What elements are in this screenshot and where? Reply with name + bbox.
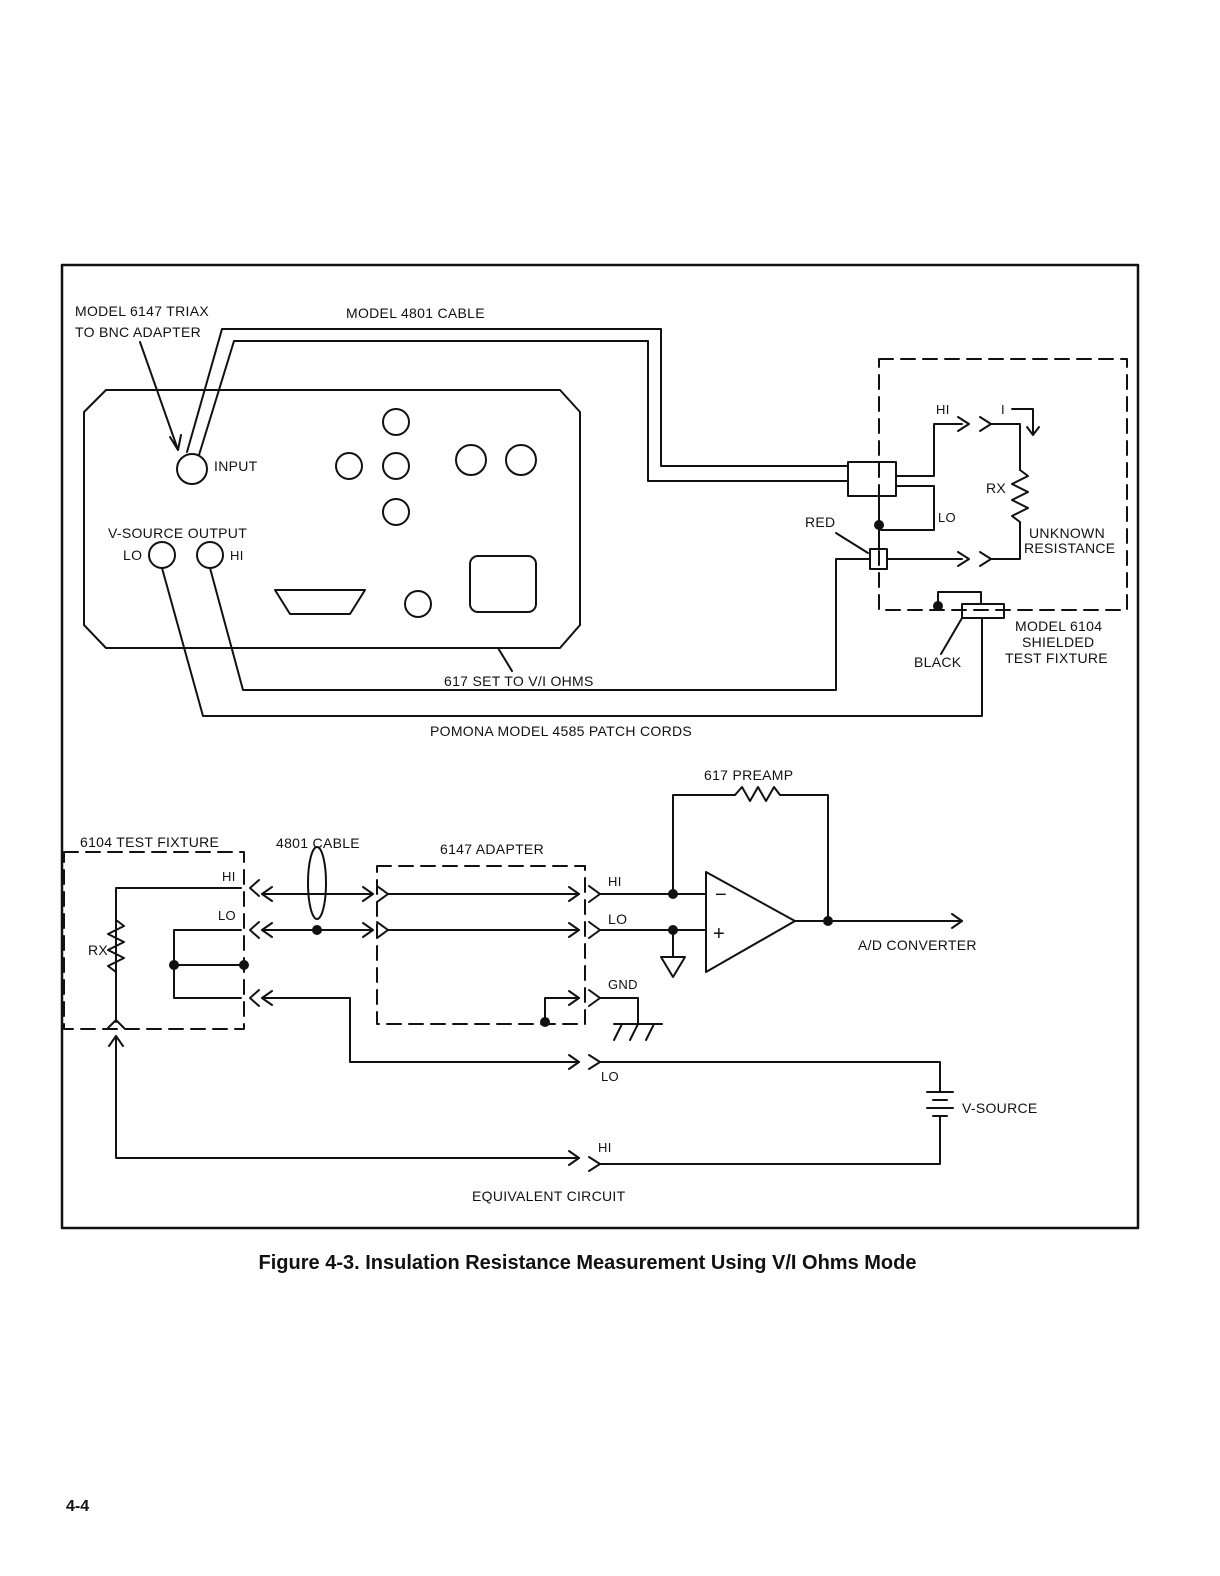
connector-top <box>382 408 410 436</box>
page-number: 4-4 <box>66 1498 90 1515</box>
test-fixture-6104-label: 6104 TEST FIXTURE <box>80 834 219 850</box>
cable-4801-label: MODEL 4801 CABLE <box>346 305 485 321</box>
preamp-label: 617 PREAMP <box>704 767 793 783</box>
adapter-6147-label: 6147 ADAPTER <box>440 841 544 857</box>
unknown-resistance-label-2: RESISTANCE <box>1024 540 1115 556</box>
connector-center <box>382 452 410 480</box>
triax-adapter-label-2: TO BNC ADAPTER <box>75 324 201 340</box>
opamp-minus: − <box>715 884 727 906</box>
vsource-hi-label: HI <box>230 548 244 563</box>
unknown-resistance-label-1: UNKNOWN <box>1029 525 1105 541</box>
rx-resistor <box>990 469 1029 560</box>
patch-cord-hi <box>209 558 871 691</box>
instrument-rear-panel <box>83 389 581 649</box>
gnd-label: GND <box>608 977 638 992</box>
fixture-hi-label: HI <box>936 402 950 417</box>
model-6104-label-3: TEST FIXTURE <box>1005 650 1108 666</box>
patch-cord-lo <box>161 567 983 717</box>
connector-bottom <box>382 498 410 526</box>
input-label: INPUT <box>214 458 258 474</box>
figure-caption: Figure 4-3. Insulation Resistance Measur… <box>258 1252 917 1274</box>
eq-fixture-hi-label: HI <box>222 869 236 884</box>
vsource-output-label: V-SOURCE OUTPUT <box>108 525 247 541</box>
opamp-plus: + <box>713 923 725 945</box>
chassis-ground-icon <box>613 1023 663 1041</box>
vsource-lo-label: LO <box>123 547 142 563</box>
cable-4801 <box>186 328 849 482</box>
fixture-lo-label: LO <box>938 510 956 525</box>
battery-icon <box>926 1091 954 1117</box>
feedback-resistor <box>734 786 829 922</box>
eq-vsource-hi-label: HI <box>598 1140 612 1155</box>
triax-adapter-label-1: MODEL 6147 TRIAX <box>75 303 209 319</box>
red-pointer <box>835 532 869 554</box>
rx-label: RX <box>986 480 1006 496</box>
set-pointer <box>497 647 513 672</box>
cable-4801-short-label: 4801 CABLE <box>276 835 360 851</box>
current-arrow <box>1011 408 1034 435</box>
connector-left <box>335 452 363 480</box>
cable-shield <box>307 846 327 920</box>
black-pointer <box>940 617 963 655</box>
eq-vsource-lo-label: LO <box>601 1069 619 1084</box>
test-fixture-box <box>63 851 245 1030</box>
model-6104-label-2: SHIELDED <box>1022 634 1094 650</box>
ad-converter-label: A/D CONVERTER <box>858 937 977 953</box>
eq-rx-resistor <box>107 919 125 973</box>
op-amp <box>705 871 796 973</box>
db-connector <box>274 589 366 615</box>
eq-preamp-hi-label: HI <box>608 874 622 889</box>
current-label: I <box>1001 402 1005 417</box>
tee-connector <box>847 461 897 497</box>
adapter-pointer <box>139 341 178 448</box>
input-connector <box>176 453 208 485</box>
eq-rx-label: RX <box>88 942 108 958</box>
connector-small <box>404 590 432 618</box>
model-6104-label-1: MODEL 6104 <box>1015 618 1102 634</box>
red-label: RED <box>805 514 835 530</box>
set-617-label: 617 SET TO V/I OHMS <box>444 673 594 689</box>
figure-frame <box>60 263 1140 1230</box>
patch-cords-label: POMONA MODEL 4585 PATCH CORDS <box>430 723 692 739</box>
eq-preamp-lo-label: LO <box>608 911 627 927</box>
vsource-hi-jack <box>196 541 224 569</box>
connector-right-1 <box>455 444 487 476</box>
equivalent-circuit-label: EQUIVALENT CIRCUIT <box>472 1188 626 1204</box>
vsource-label: V-SOURCE <box>962 1100 1038 1116</box>
adapter-box <box>376 865 586 1025</box>
vsource-lo-jack <box>148 541 176 569</box>
black-label: BLACK <box>914 654 962 670</box>
analog-ground-icon <box>660 956 686 978</box>
eq-fixture-lo-label: LO <box>218 908 236 923</box>
display-window <box>469 555 537 613</box>
connector-right-2 <box>505 444 537 476</box>
